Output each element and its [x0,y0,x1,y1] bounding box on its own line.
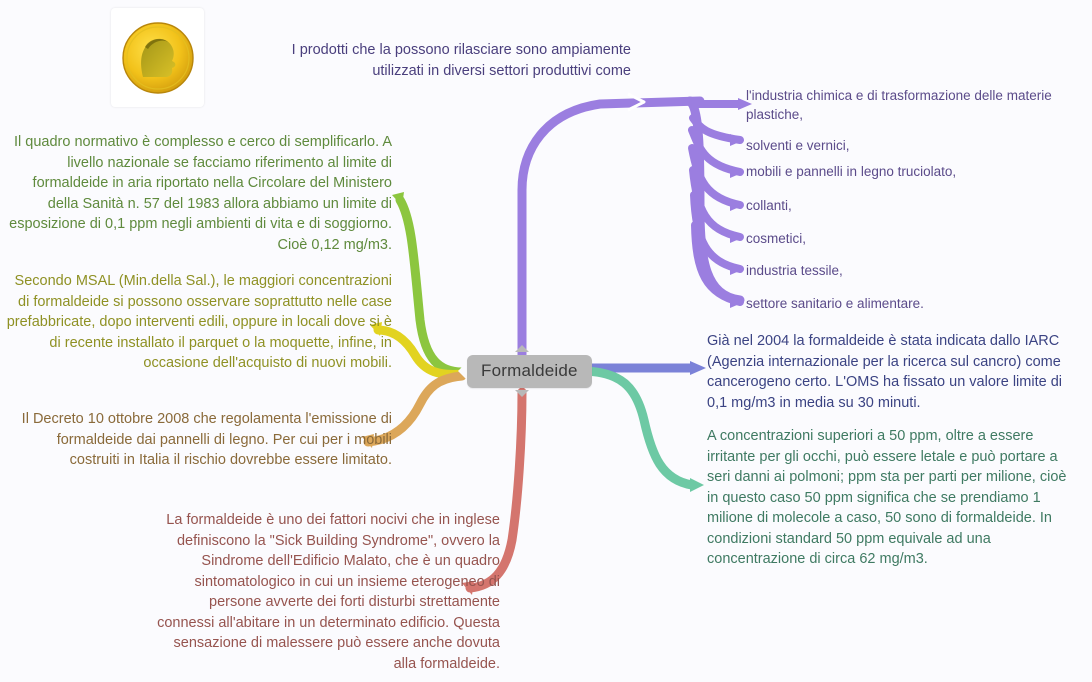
branch-blue [584,361,706,375]
coin-graphic [121,21,194,94]
branch-label-yellow[interactable]: Secondo MSAL (Min.della Sal.), le maggio… [6,273,397,371]
sub-branch-item-settore-sanitario[interactable]: settore sanitario e alimentare. [746,296,924,311]
sub-branch-item-solventi-vernici[interactable]: solventi e vernici, [746,138,850,153]
sub-branch-item-industria-tessile[interactable]: industria tessile, [746,263,843,278]
branch-teal [579,366,704,492]
gold-coin-portrait-image[interactable] [111,8,204,107]
branch-label-blue[interactable]: Già nel 2004 la formaldeide è stata indi… [707,333,1067,411]
branch-label-orange[interactable]: Il Decreto 10 ottobre 2008 che regolamen… [21,411,397,468]
sub-branch-item-industria-chimica[interactable]: l'industria chimica e di trasformazione … [746,88,1052,122]
branch-label-teal[interactable]: A concentrazioni superiori a 50 ppm, olt… [707,428,1071,567]
branch-green [392,192,467,377]
branch-label-pink[interactable]: La formaldeide è uno dei fattori nocivi … [157,512,505,672]
sub-branch-item-cosmetici[interactable]: cosmetici, [746,231,807,246]
central-topic-node[interactable]: Formaldeide [467,355,592,388]
branch-purple [517,92,752,361]
branch-label-green[interactable]: Il quadro normativo è complesso e cerco … [9,134,397,253]
sub-branch-item-mobili-pannelli[interactable]: mobili e pannelli in legno truciolato, [746,164,957,179]
branch-label-purple[interactable]: I prodotti che la possono rilasciare son… [291,42,636,79]
sub-branch-item-collanti[interactable]: collanti, [746,198,792,213]
